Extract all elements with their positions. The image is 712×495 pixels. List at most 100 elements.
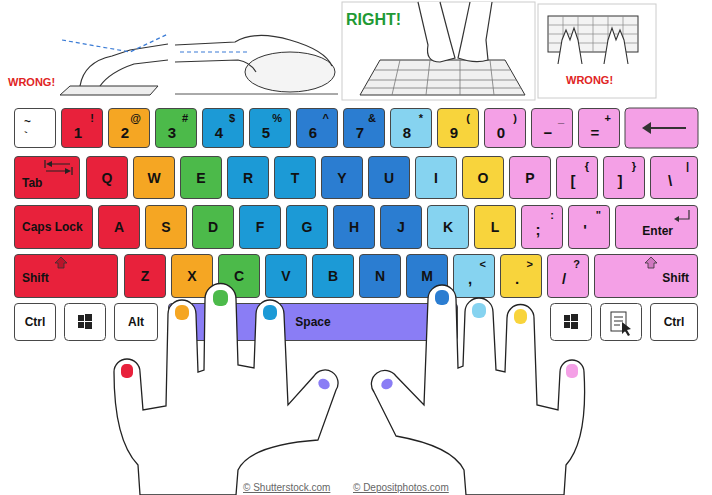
fingernail (379, 376, 395, 391)
shift-symbol: ) (513, 112, 517, 124)
desk-line (175, 94, 338, 95)
hand-sketch (458, 2, 492, 62)
shift-arrow (645, 257, 657, 268)
key: Shift (594, 254, 698, 298)
key: *8 (390, 108, 432, 148)
key-label: I (434, 170, 438, 186)
key-label: 4 (215, 124, 223, 142)
key: I (415, 156, 457, 199)
menu-icon-lines (614, 317, 623, 325)
key-label: ~ (24, 114, 55, 128)
key: G (286, 205, 328, 249)
key-label: Y (337, 170, 346, 186)
key-label: 6 (309, 124, 317, 142)
shift-symbol: " (596, 209, 601, 221)
key: Ctrl (14, 303, 56, 341)
key: H (333, 205, 375, 249)
approval-label: RIGHT! (346, 11, 401, 28)
key: Alt (114, 303, 158, 341)
logo-pane (571, 314, 578, 321)
warning-label: WRONG! (8, 76, 55, 88)
fingernail (175, 305, 189, 320)
hand-sketch (604, 28, 628, 64)
fingernail (435, 290, 449, 305)
key-label: Shift (22, 271, 49, 285)
key-label: 0 (497, 124, 505, 142)
logo-pane (564, 315, 570, 321)
keyboard-sketch (60, 86, 158, 95)
key: Z (124, 254, 166, 298)
fingernail (213, 290, 228, 306)
key: J (380, 205, 422, 249)
copyright-note: © Shutterstock.com (243, 482, 330, 493)
mouse-sketch (245, 52, 335, 92)
shift-symbol: < (480, 258, 486, 270)
key-label: N (375, 268, 385, 284)
key-label: . (515, 270, 519, 288)
windows-key (551, 304, 592, 341)
key: B (312, 254, 354, 298)
label-anchor: © Shutterstock.com (243, 477, 330, 495)
key-label: 5 (262, 124, 270, 142)
shift-symbol: : (550, 209, 554, 221)
key: {[ (556, 156, 598, 199)
key-label: − (544, 124, 553, 142)
key-label: W (147, 170, 160, 186)
logo-pane (564, 322, 570, 328)
key-label: Caps Lock (22, 220, 83, 234)
tab-arrows (45, 160, 72, 175)
fingernail (121, 364, 133, 378)
shift-symbol: ( (466, 112, 470, 124)
key-label: ; (536, 221, 541, 239)
shift-symbol: & (368, 112, 376, 124)
key-label: K (443, 219, 453, 235)
key-label: 3 (168, 124, 176, 142)
hand-sketch (418, 2, 455, 62)
key-label: ] (618, 172, 623, 190)
shift-symbol: > (527, 258, 533, 270)
key: Ctrl (650, 303, 698, 341)
key: "' (568, 205, 610, 249)
key: N (359, 254, 401, 298)
key-label: E (196, 170, 205, 186)
shift-symbol: # (182, 112, 188, 124)
key-label: 7 (356, 124, 364, 142)
key-label: A (114, 219, 124, 235)
key-label: 2 (121, 124, 129, 142)
logo-pane (78, 315, 84, 321)
key-label: M (421, 268, 433, 284)
key: Y (321, 156, 363, 199)
key-label: 8 (403, 124, 411, 142)
key: P (509, 156, 551, 199)
key: U (368, 156, 410, 199)
key: &7 (343, 108, 385, 148)
angle-guide (62, 34, 168, 52)
key-label: Shift (662, 271, 689, 285)
level-guide (180, 51, 250, 52)
key-label: O (478, 170, 489, 186)
key: }] (603, 156, 645, 199)
right-hand (371, 285, 584, 495)
fingernail (316, 376, 332, 391)
shift-symbol: { (585, 160, 589, 172)
key-label: V (281, 268, 290, 284)
key: L (474, 205, 516, 249)
key-label: ` (24, 128, 55, 142)
label-anchor: WRONG! (8, 72, 55, 90)
label-anchor: WRONG! (566, 70, 613, 88)
menu-key (601, 304, 642, 341)
key: >. (500, 254, 542, 298)
key: (9 (437, 108, 479, 148)
shift-symbol: $ (229, 112, 235, 124)
shift-symbol: ^ (323, 112, 329, 124)
key-label: [ (571, 172, 576, 190)
fingernail (472, 303, 486, 318)
shift-symbol: * (419, 112, 423, 124)
panel-frame (342, 2, 535, 100)
key: $4 (202, 108, 244, 148)
panel-frame (538, 4, 656, 98)
warning-label: WRONG! (566, 74, 613, 86)
key-label: F (256, 219, 265, 235)
shift-symbol: ? (573, 258, 580, 270)
key: E (180, 156, 222, 199)
